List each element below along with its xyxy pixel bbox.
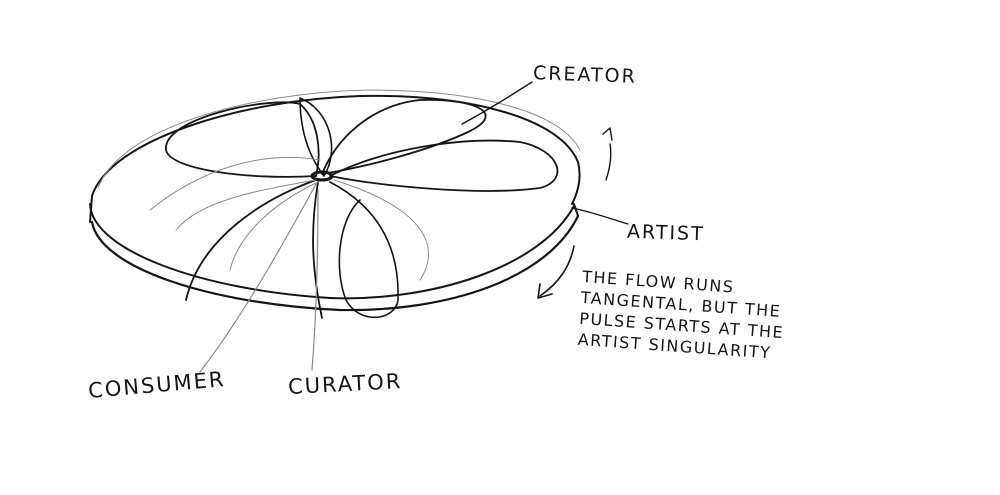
torus-loop-right [329,139,559,192]
torus-right-side [573,203,579,217]
flow-arrow-down [539,245,575,297]
torus-base-edge [90,214,580,312]
label-artist: ARTIST [626,220,706,246]
flow-arrow-up-head [602,127,613,141]
torus-outer-rim-echo [97,89,581,189]
flow-arrow-down-head [537,283,553,299]
torus-loop-top-right [321,98,487,175]
torus-inner-curve-2 [229,181,319,271]
torus-loop-lower-left [185,179,317,301]
curator-leader-line [311,189,319,371]
torus-singularity [310,170,334,182]
flow-arrow-up [605,143,612,181]
torus-outer-rim-lower [89,203,575,300]
torus-loop-lower-right [329,181,399,319]
torus-inner-curve-4 [149,157,321,211]
artist-leader-line [571,207,629,225]
torus-loop-top-left [165,101,320,178]
torus-inner-curve-3 [333,179,429,281]
torus-outer-rim-top [91,94,581,205]
torus-loop-lower-center [312,181,323,319]
label-creator: CREATOR [532,62,638,88]
torus-left-side [89,195,93,223]
creator-leader-line [461,81,533,125]
consumer-leader-line [199,183,317,373]
torus-inner-curve-1 [175,179,317,231]
torus-loop-mid [299,97,333,177]
